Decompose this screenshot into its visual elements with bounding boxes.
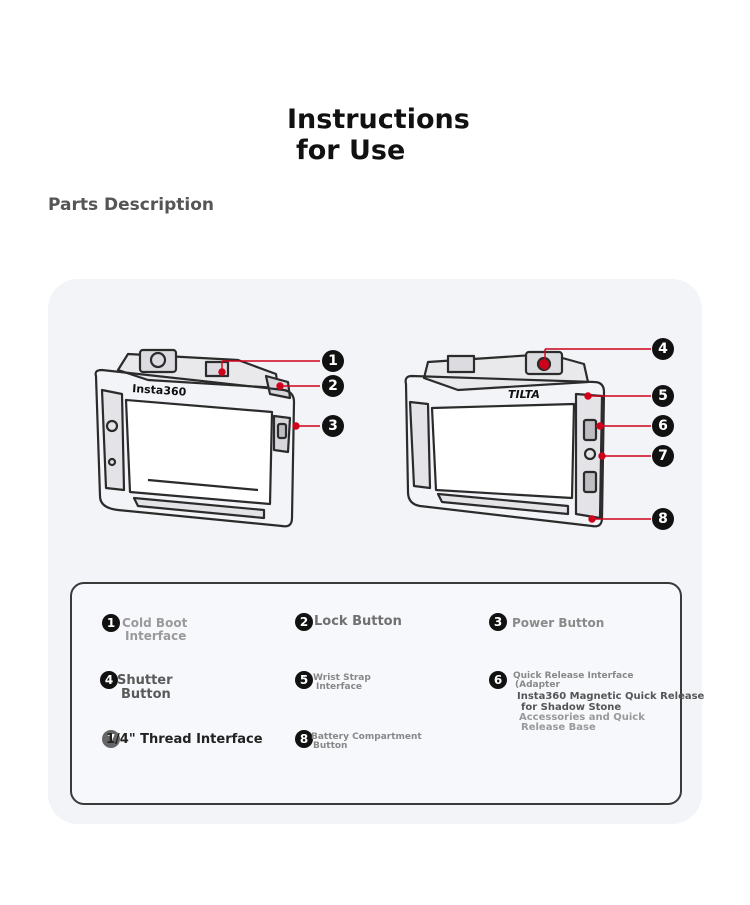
callout-8: 8 [652,508,674,530]
legend-label: Wrist Strap [313,673,371,683]
left-cage-illustration: Insta360 [94,348,296,528]
callout-2: 2 [322,375,344,397]
legend-number: 2 [295,613,313,631]
legend-label: Cold Boot [122,616,188,630]
callout-4: 4 [652,338,674,360]
title-line-1: Instructions [287,104,470,135]
legend-label: Button [121,687,171,702]
legend-number: 4 [100,671,118,689]
parts-legend [70,582,682,805]
section-heading: Parts Description [48,195,214,215]
legend-number: 3 [489,613,507,631]
legend-label: Insta360 Magnetic Quick Release [517,691,705,702]
callout-5: 5 [652,385,674,407]
legend-label: Quick Release Interface [513,671,634,681]
legend-number: 6 [489,671,507,689]
right-cage-illustration: TILTA [404,350,606,528]
left-brand-label: Insta360 [132,382,187,399]
legend-number: 1 [102,614,120,632]
legend-label: Power Button [512,616,605,630]
legend-label: Shutter [117,673,173,688]
legend-label: Lock Button [314,614,402,629]
callout-1: 1 [322,350,344,372]
legend-label: Interface [316,682,363,692]
callout-7: 7 [652,445,674,467]
page-title: Instructions for Use [287,104,470,166]
legend-label: Button [313,741,348,751]
legend-label: Battery Compartment [311,732,422,742]
legend-label: for Shadow Stone [521,702,622,713]
legend-label: Accessories and Quick [519,712,645,723]
legend-label: Interface [125,629,187,643]
title-line-2: for Use [296,135,406,166]
callout-3: 3 [322,415,344,437]
legend-number: 5 [295,671,313,689]
legend-label: Release Base [521,722,596,733]
legend-label: 1/4" Thread Interface [106,732,263,747]
callout-6: 6 [652,415,674,437]
legend-label: (Adapter [515,680,560,690]
right-brand-label: TILTA [508,388,540,401]
legend-number: 8 [295,730,313,748]
legend-number: 7 [102,730,120,748]
